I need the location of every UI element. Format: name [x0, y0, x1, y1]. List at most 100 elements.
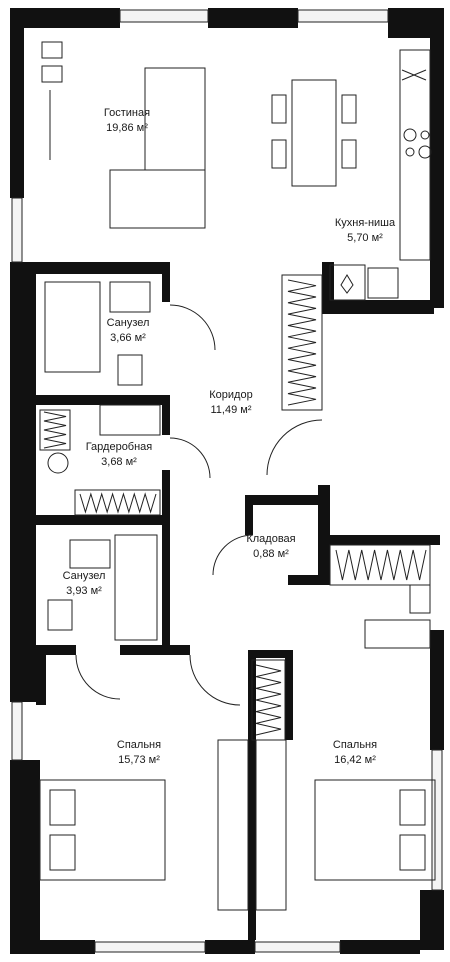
- toilet-2: [47, 599, 73, 631]
- room-area: 16,42 м²: [334, 754, 376, 766]
- room-name: Коридор: [209, 389, 253, 401]
- wall-wardrobe-right2: [162, 470, 170, 525]
- bed-2: [314, 779, 436, 881]
- wall-right-lower: [420, 890, 444, 950]
- wall-bedroom2-top: [330, 535, 440, 545]
- center-wardrobe-left: [217, 739, 249, 911]
- wardrobe-hatch-wardrobe: [43, 411, 67, 449]
- wall-center-side: [285, 650, 293, 740]
- wall-storage-bottom: [288, 575, 330, 585]
- room-area: 15,73 м²: [118, 754, 160, 766]
- fridge: [329, 264, 366, 301]
- sink-2: [69, 539, 111, 569]
- wardrobe-hatch-corridor: [287, 279, 317, 406]
- room-area: 11,49 м²: [210, 404, 252, 416]
- room-area: 3,68 м²: [101, 456, 137, 468]
- doors: [75, 304, 323, 706]
- wardrobe-rack-2: [74, 489, 161, 516]
- window-left-2: [11, 701, 23, 761]
- corridor-wardrobe: [281, 274, 323, 411]
- window-bottom-1: [94, 941, 206, 953]
- window-bottom-2: [254, 941, 341, 953]
- door-corridor[interactable]: [266, 419, 323, 476]
- sink-1: [109, 281, 151, 313]
- room-name: Гардеробная: [85, 441, 153, 453]
- stove-burner: [403, 128, 417, 142]
- shower-tray: [44, 281, 101, 373]
- room-label-kitchen: Кухня-ниша 5,70 м²: [310, 216, 420, 246]
- wardrobe-hatch-laundry: [79, 492, 157, 514]
- room-label-bath1: Санузел 3,66 м²: [88, 316, 168, 346]
- wall-left-bottom: [10, 760, 40, 950]
- wall-left-mid: [10, 262, 36, 702]
- wall-wardrobe-right: [162, 395, 170, 435]
- wall-storage-top: [245, 495, 325, 505]
- room-label-bedroom1: Спальня 15,73 м²: [94, 738, 184, 768]
- wall-right-bottom: [430, 630, 444, 750]
- wall-center-top: [248, 650, 293, 658]
- room-name: Гостиная: [103, 107, 151, 119]
- room-label-bath2: Санузел 3,93 м²: [44, 569, 124, 599]
- wall-bath1-top: [36, 262, 166, 274]
- room-label-bedroom2: Спальня 16,42 м²: [310, 738, 400, 768]
- bed-1: [39, 779, 166, 881]
- wardrobe-hatch-bedroom: [335, 549, 427, 581]
- wardrobe-rack-1: [39, 409, 71, 451]
- wall-wardrobe-bottom: [36, 515, 170, 525]
- wall-bath1-right: [162, 262, 170, 302]
- room-label-wardrobe: Гардеробная 3,68 м²: [74, 440, 164, 470]
- furniture: [39, 41, 436, 911]
- windows: [11, 9, 443, 953]
- room-area: 0,88 м²: [253, 548, 289, 560]
- center-wardrobe-right: [255, 739, 287, 911]
- wall-top-b: [208, 8, 298, 28]
- window-top-2: [297, 9, 389, 23]
- room-area: 3,66 м²: [110, 332, 146, 344]
- wall-center-spine: [248, 650, 256, 940]
- shelf-2: [41, 65, 63, 83]
- window-left-1: [11, 197, 23, 263]
- kitchen-sink: [367, 267, 399, 299]
- room-label-corridor: Коридор 11,49 м²: [186, 388, 276, 418]
- room-area: 5,70 м²: [347, 232, 383, 244]
- chair-2: [271, 139, 287, 169]
- door-bath1[interactable]: [169, 304, 216, 351]
- wall-wardrobe-top: [36, 395, 166, 405]
- wall-bath2-right: [162, 525, 170, 645]
- room-name: Спальня: [116, 739, 162, 751]
- room-area: 3,93 м²: [66, 585, 102, 597]
- wall-storage-left: [245, 495, 253, 535]
- toilet-1: [117, 354, 143, 386]
- door-bedroom1[interactable]: [189, 654, 241, 706]
- room-area: 19,86 м²: [106, 122, 148, 134]
- chair-1: [271, 94, 287, 124]
- wall-storage-right: [318, 485, 330, 585]
- washing-machine: [47, 452, 69, 474]
- wall-right-top: [430, 8, 444, 308]
- wardrobe-hatch-center: [255, 664, 282, 736]
- sofa: [109, 67, 206, 229]
- door-bath2[interactable]: [75, 654, 121, 700]
- wall-kitchen-bottom: [322, 300, 434, 314]
- room-name: Санузел: [106, 317, 150, 329]
- chair-3: [341, 94, 357, 124]
- dining-table: [291, 79, 337, 187]
- wall-bath2-bottom: [36, 645, 76, 655]
- wall-top-a: [10, 8, 120, 28]
- room-name: Спальня: [332, 739, 378, 751]
- wall-bottom-c: [340, 940, 420, 954]
- wall-bath2-bottom2: [120, 645, 190, 655]
- wall-top-c: [388, 8, 438, 38]
- wall-bottom-a: [10, 940, 95, 954]
- shelf-1: [41, 41, 63, 59]
- door-wardrobe[interactable]: [169, 437, 211, 479]
- window-top-1: [119, 9, 209, 23]
- bathtub: [114, 534, 158, 641]
- room-name: Кладовая: [246, 533, 296, 545]
- window-right-1: [431, 749, 443, 891]
- door-storage[interactable]: [212, 534, 254, 576]
- chair-4: [341, 139, 357, 169]
- wardrobe-rack-3: [99, 404, 161, 436]
- bedroom-wardrobe: [329, 544, 431, 586]
